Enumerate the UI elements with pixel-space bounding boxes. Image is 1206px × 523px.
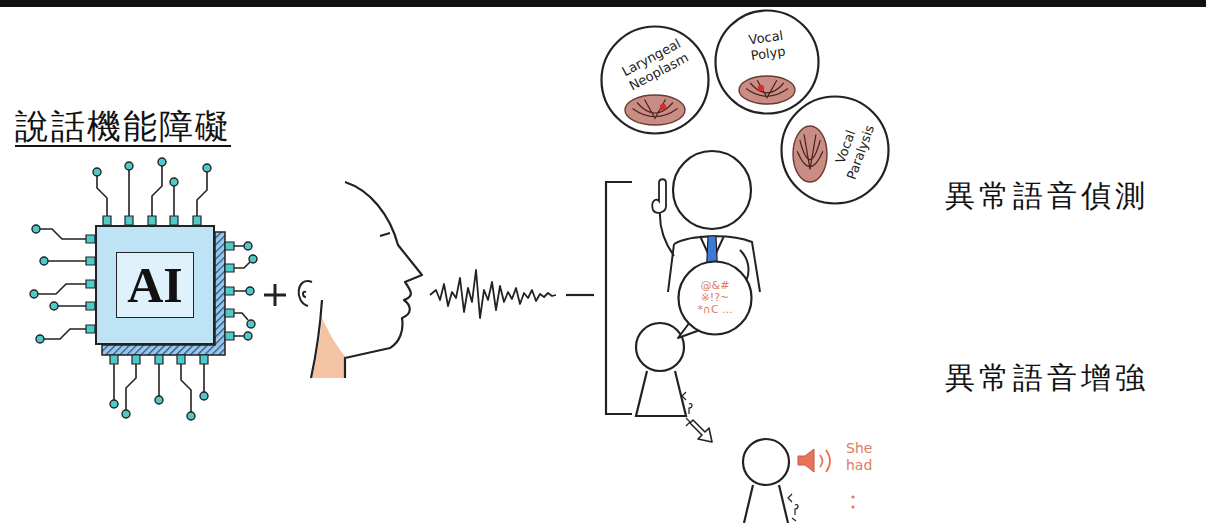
branch-label: 異常語音增強 — [945, 360, 1149, 396]
branch-label: 異常語音偵測 — [945, 178, 1149, 214]
diagram-title: 說話機能障礙 — [15, 104, 231, 150]
waveform — [430, 270, 556, 318]
sound-waves — [820, 450, 830, 472]
chip-pads — [170, 178, 178, 186]
circle-border — [716, 11, 819, 114]
eye — [380, 233, 390, 236]
chip-pads — [155, 396, 163, 404]
vocal-fold-drawing — [625, 95, 685, 125]
larynx-view — [793, 126, 827, 182]
chip-pads — [93, 168, 101, 176]
chip-drawing — [30, 158, 257, 420]
chip-pads — [246, 287, 254, 295]
pointing-hand — [652, 179, 666, 213]
vocal-fold-drawing — [739, 76, 795, 104]
face-profile — [299, 182, 422, 378]
stem-line — [566, 294, 594, 296]
chip-pads — [122, 410, 130, 418]
vocal-fold-drawing — [793, 126, 827, 182]
diagnosis-circle: Laryngeal Neoplasm — [600, 25, 710, 135]
label-holder: 異常語音增強 — [945, 360, 1149, 396]
chip-pads — [30, 290, 38, 298]
top-rule — [0, 0, 1206, 7]
chip-label: AI — [116, 252, 194, 318]
chip-pads — [110, 400, 118, 408]
fold-lines — [633, 100, 678, 119]
loudspeaker — [798, 449, 814, 472]
label-holder: She had — [846, 440, 880, 474]
chip-pads — [247, 320, 255, 328]
chip-pads — [50, 302, 58, 310]
chip-pads — [200, 392, 208, 400]
label-holder: 異常語音偵測 — [945, 178, 1149, 214]
listener-body — [744, 485, 788, 523]
chip-pads — [32, 225, 40, 233]
ear — [299, 281, 312, 306]
circle-border — [602, 27, 709, 134]
transform-arrow — [690, 420, 712, 442]
larynx-view — [739, 76, 795, 104]
chip-pads — [40, 257, 48, 265]
chip-pads — [125, 162, 133, 170]
circle-outline — [714, 9, 820, 115]
diagnosis-circle: Vocal Paralysis — [780, 95, 890, 205]
chip-pads — [244, 242, 252, 250]
neck-line — [311, 300, 322, 378]
chip-pads — [203, 164, 211, 172]
lesion-dot — [758, 85, 764, 91]
face-outline — [345, 182, 422, 378]
chip-pads — [249, 255, 257, 263]
ellipsis-dot — [851, 505, 854, 508]
output-speech-text: She had — [846, 440, 880, 474]
speaker-body — [636, 371, 686, 416]
title-holder: 說話機能障礙 — [15, 104, 231, 150]
branch-bracket — [606, 182, 632, 414]
fold-lines — [746, 80, 788, 98]
chip-pins — [86, 216, 234, 364]
ear-mark — [682, 392, 692, 426]
chip-leads — [38, 166, 250, 412]
chip-pads — [158, 158, 166, 166]
fold-lines — [797, 134, 823, 169]
listener-head — [743, 439, 789, 485]
ellipsis-dot — [851, 495, 854, 498]
speaker-figure — [636, 322, 855, 523]
bubble-text: @&# ※!?~ *∩C ... — [692, 280, 738, 316]
lesion-dot — [660, 104, 666, 110]
chip-pads — [36, 335, 44, 343]
speech-bubble: @&# ※!?~ *∩C ... — [677, 260, 753, 336]
circle-border — [679, 262, 752, 335]
ear-mark — [788, 494, 798, 521]
doctor-head — [673, 151, 751, 229]
plus-sign — [264, 284, 286, 306]
larynx-view — [625, 95, 685, 125]
speaker-head — [636, 323, 684, 371]
circle-border — [782, 97, 889, 204]
doctor-arm — [660, 210, 674, 256]
chip-pads — [30, 158, 257, 420]
diagnosis-circle: Vocal Polyp — [714, 9, 820, 115]
chip-box: AI — [95, 225, 215, 345]
chip-pads — [244, 332, 252, 340]
chip-pads — [187, 412, 195, 420]
